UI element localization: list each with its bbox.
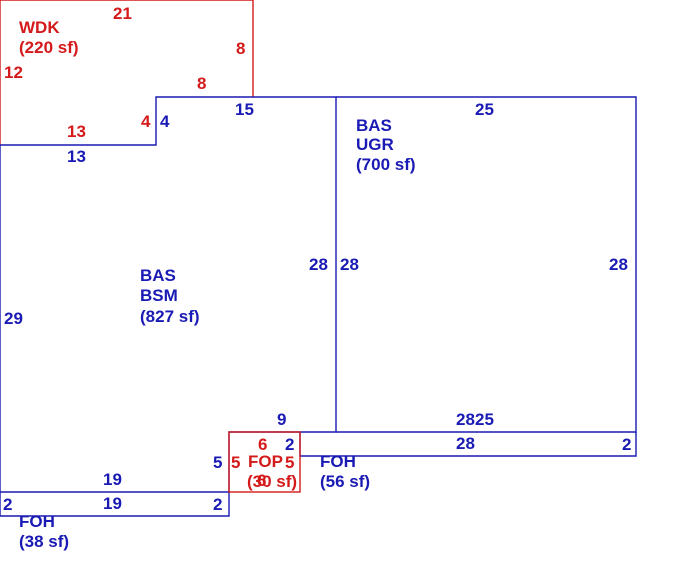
dim-foh-right-left: 2 — [285, 435, 294, 454]
fop-code: FOP — [248, 452, 283, 471]
ugr-area: (700 sf) — [356, 155, 416, 174]
wdk-area: (220 sf) — [19, 38, 79, 57]
wdk-code: WDK — [19, 18, 60, 37]
dim-fop-top: 6 — [258, 435, 267, 454]
foh-left-outline — [0, 492, 230, 517]
dim-foh-right-bottom: 28 — [456, 434, 475, 453]
ugr-code2: UGR — [356, 135, 394, 154]
foh-left-area: (38 sf) — [19, 532, 69, 551]
dim-wdk-step-right: 4 — [141, 112, 151, 131]
dim-bsm-notch-left: 5 — [213, 453, 222, 472]
dim-foh-left-top: 19 — [103, 494, 122, 513]
dim-bsm-right: 28 — [309, 255, 328, 274]
dim-ugr-top: 25 — [475, 100, 494, 119]
dim-foh-left-left: 2 — [3, 495, 12, 514]
bsm-area: (827 sf) — [140, 307, 200, 326]
ugr-code1: BAS — [356, 116, 392, 135]
bsm-code1: BAS — [140, 266, 176, 285]
dim-wdk-right: 8 — [236, 39, 245, 58]
fop-area: (30 sf) — [247, 472, 297, 491]
wdk-outline — [0, 0, 254, 145]
dim-fop-bottom: 6 — [257, 471, 266, 490]
dim-bsm-bottom: 19 — [103, 470, 122, 489]
dim-foh-left-right: 2 — [213, 495, 222, 514]
dim-wdk-left: 12 — [4, 63, 23, 82]
dim-ugr-bottom: 25 — [475, 410, 494, 429]
dim-bsm-left: 29 — [4, 309, 23, 328]
dim-ugr-right: 28 — [609, 255, 628, 274]
dim-wdk-bottom: 13 — [67, 122, 86, 141]
dim-bsm-step: 4 — [160, 112, 170, 131]
dim-bsm-bottom-notch: 9 — [277, 410, 286, 429]
dim-ugr-bottom-left: 28 — [456, 410, 475, 429]
dim-ugr-left: 28 — [340, 255, 359, 274]
foh-right-area: (56 sf) — [320, 472, 370, 491]
dim-wdk-top: 21 — [113, 4, 132, 23]
dim-bsm-top: 15 — [235, 100, 254, 119]
dim-wdk-step: 8 — [197, 74, 206, 93]
dim-fop-left: 5 — [231, 453, 240, 472]
dim-bsm-top-left: 13 — [67, 147, 86, 166]
dim-foh-right-right: 2 — [622, 435, 631, 454]
ugr-outline — [336, 96, 637, 433]
dim-fop-right: 5 — [285, 453, 294, 472]
bsm-code2: BSM — [140, 286, 178, 305]
fop-outline — [228, 431, 301, 493]
foh-right-code: FOH — [320, 452, 356, 471]
foh-left-code: FOH — [19, 512, 55, 531]
